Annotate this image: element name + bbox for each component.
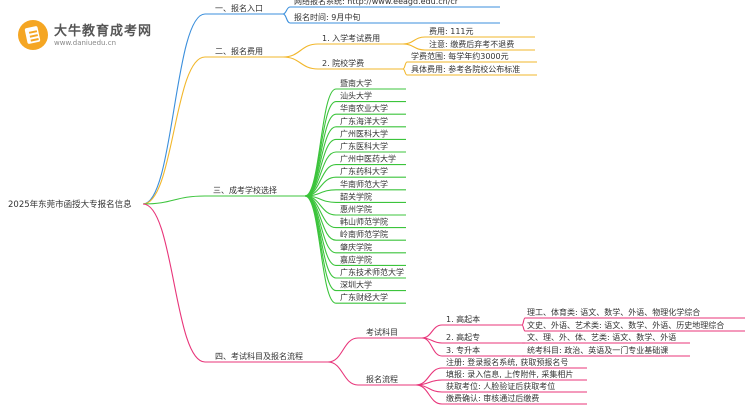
leaf-connector-school xyxy=(304,195,337,279)
branch-connector-fee xyxy=(142,56,206,205)
leaf-label-school: 岭南师范学院 xyxy=(340,229,388,239)
leaf-label-flow: 填报: 录入信息, 上传附件, 采集相片 xyxy=(446,369,573,379)
root-node: 2025年东莞市函授大专报名信息 xyxy=(8,199,132,210)
leaf-label-school: 广东技术师范大学 xyxy=(340,267,404,277)
leaf-label-flow: 缴费确认: 审核通过后缴费 xyxy=(446,393,539,403)
logo-url: www.daniuedu.cn xyxy=(54,39,117,47)
leaf-label-school: 广东医科大学 xyxy=(340,141,388,151)
book-icon xyxy=(18,20,48,50)
leaf-connector-fee xyxy=(402,36,426,45)
sub-label-high-bachelor: 1. 高起本 xyxy=(446,314,480,324)
sub-connector-high-bachelor xyxy=(421,324,443,339)
leaf-label-fee: 学费范围: 每学年约3000元 xyxy=(411,51,509,61)
leaf-connector-school xyxy=(304,195,337,266)
sub-label-high-college: 2. 高起专 xyxy=(446,332,480,342)
sub-label-subjects: 考试科目 xyxy=(366,327,398,337)
leaf-label-school: 广州中医药大学 xyxy=(340,154,396,164)
sub-connector-subjects xyxy=(327,337,359,363)
leaf-connector-subject xyxy=(521,324,526,332)
sub-connector-fee-tuition xyxy=(282,56,319,70)
branch-label-entry: 一、报名入口 xyxy=(215,3,263,13)
leaf-connector-fee xyxy=(402,61,408,70)
leaf-label-school: 肇庆学院 xyxy=(340,242,372,252)
leaf-label-school: 韩山师范学院 xyxy=(340,217,388,227)
sub-connector-upgrade xyxy=(421,337,443,357)
sub-label-fee-exam: 1. 入学考试费用 xyxy=(322,33,380,43)
branch-connector-schools xyxy=(142,195,206,205)
branch-label-process: 四、考试科目及报名流程 xyxy=(215,351,303,361)
leaf-label-school: 嘉应学院 xyxy=(340,254,372,264)
leaf-label-school: 广东海洋大学 xyxy=(340,116,388,126)
leaf-label-entry: 报名时间: 9月中旬 xyxy=(294,12,360,22)
sub-label-fee-tuition: 2. 院校学费 xyxy=(322,58,364,68)
leaf-label-subject: 文、理、外、体、艺类: 语文、数学、外语 xyxy=(527,332,676,342)
sub-connector-fee-exam xyxy=(282,43,319,58)
site-logo: 大牛教育成考网 www.daniuedu.cn xyxy=(16,18,176,54)
leaf-connector-fee xyxy=(402,43,426,51)
logo-name: 大牛教育成考网 xyxy=(54,24,153,39)
leaf-label-subject: 理工、体育类: 语文、数学、外语、物理化学综合 xyxy=(527,307,700,317)
leaf-connector-school xyxy=(304,195,337,292)
leaf-connector-flow xyxy=(415,384,443,405)
leaf-connector-school xyxy=(304,195,337,304)
leaf-connector-entry xyxy=(282,13,291,24)
leaf-connector-entry xyxy=(282,6,291,15)
leaf-label-school: 广东财经大学 xyxy=(340,292,388,302)
leaf-label-school: 华南师范大学 xyxy=(340,179,388,189)
leaf-label-fee: 注意: 缴费后弃考不退费 xyxy=(429,39,514,49)
branch-connector-process xyxy=(142,203,206,363)
leaf-connector-school xyxy=(304,101,337,197)
leaf-connector-school xyxy=(304,113,337,197)
leaf-label-subject: 统考科目: 政治、英语及一门专业基础课 xyxy=(527,345,668,355)
leaf-label-subject: 文史、外语、艺术类: 语文、数学、外语、历史地理综合 xyxy=(527,320,724,330)
branch-connector-entry xyxy=(142,13,206,205)
leaf-connector-fee xyxy=(402,68,408,76)
leaf-label-school: 深圳大学 xyxy=(340,280,372,290)
leaf-connector-school xyxy=(304,126,337,197)
leaf-connector-subject xyxy=(521,317,526,326)
leaf-label-fee: 具体费用: 参考各院校公布标准 xyxy=(411,64,520,74)
leaf-label-flow: 获取考位: 人脸验证后获取考位 xyxy=(446,381,555,391)
branch-label-fee: 二、报名费用 xyxy=(215,46,263,56)
leaf-label-school: 广州医科大学 xyxy=(340,128,388,138)
leaf-label-flow: 注册: 登录报名系统, 获取预报名号 xyxy=(446,357,568,367)
branch-label-schools: 三、成考学校选择 xyxy=(213,185,277,195)
sub-label-upgrade: 3. 专升本 xyxy=(446,345,480,355)
leaf-label-school: 韶关学院 xyxy=(340,191,372,201)
leaf-label-entry: 网络报名系统: http://www.eeagd.edu.cn/cr xyxy=(294,0,459,6)
leaf-label-school: 惠州学院 xyxy=(340,204,372,214)
leaf-label-school: 暨南大学 xyxy=(340,78,372,88)
sub-connector-flow xyxy=(327,361,359,386)
leaf-label-school: 汕头大学 xyxy=(340,91,372,101)
leaf-connector-school xyxy=(304,151,337,197)
leaf-label-school: 广东药科大学 xyxy=(340,166,388,176)
leaf-label-fee: 费用: 111元 xyxy=(429,26,474,36)
sub-label-flow: 报名流程 xyxy=(366,374,398,384)
leaf-label-school: 华南农业大学 xyxy=(340,103,388,113)
leaf-connector-flow xyxy=(415,379,443,386)
